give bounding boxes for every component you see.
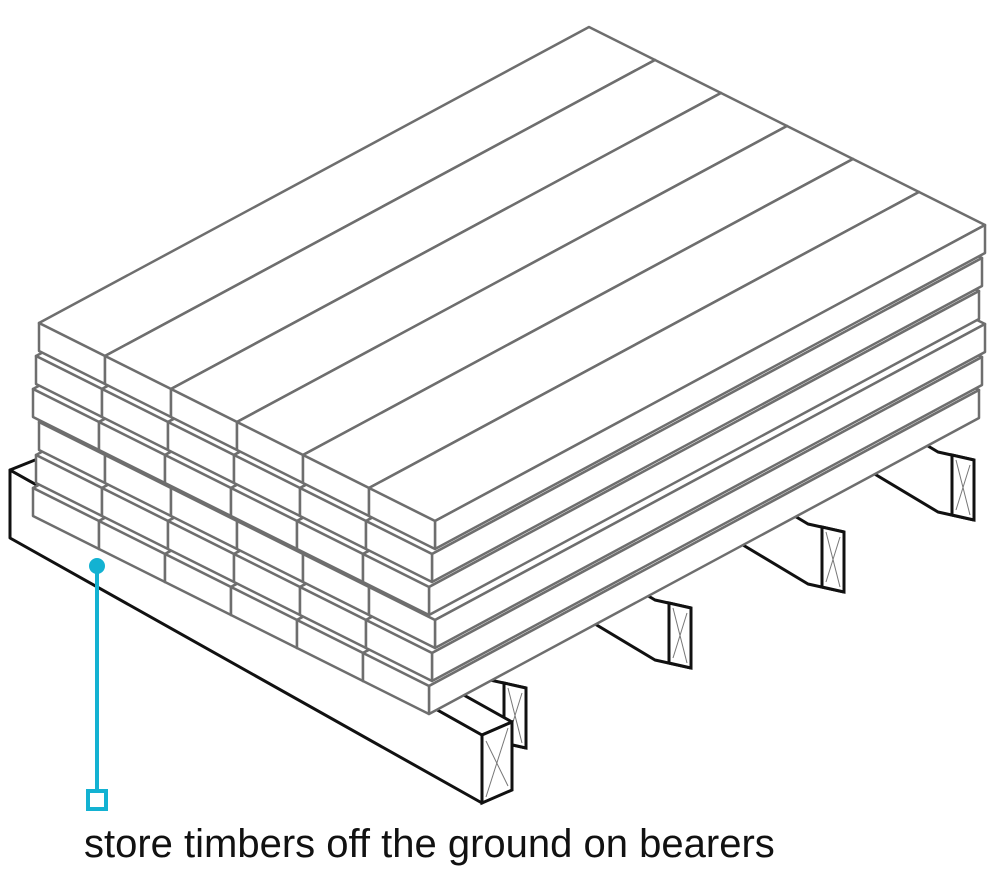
timber-r2-c6-front: [364, 618, 434, 683]
front-bearer-x2: [485, 727, 509, 798]
bearer-2-x2: [825, 536, 841, 583]
bearer-3-x2: [672, 612, 688, 659]
bearer-1-x2: [955, 464, 971, 511]
timber-r6-c6: [367, 190, 987, 551]
callout-marker: [86, 789, 108, 811]
caption-label: store timbers off the ground on bearers: [84, 822, 775, 866]
timber-r4-c6-front: [361, 552, 431, 617]
timber-r5-c6-front: [364, 519, 434, 584]
timber-stack: [31, 25, 987, 716]
timber-r6-c6-front: [367, 486, 437, 551]
timber-r3-c6-front: [367, 585, 437, 650]
callout: [86, 558, 108, 811]
timber-r1-c6-front: [361, 651, 431, 716]
callout-dot: [89, 558, 105, 574]
